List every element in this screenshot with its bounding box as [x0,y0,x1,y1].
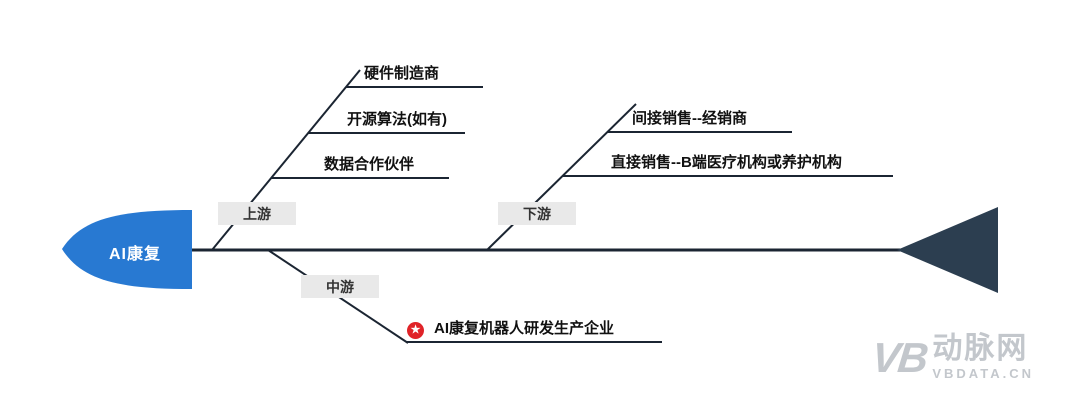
head-label: AI康复 [108,246,161,263]
upstream-item-data-partner: 数据合作伙伴 [324,156,415,173]
downstream-bone-line [486,103,637,251]
vbdata-logo-icon: VB [869,334,929,381]
watermark-site: VBDATA.CN [932,366,1034,381]
upstream-item-opensource-algorithm: 开源算法(如有) [347,111,447,128]
branch-label-midstream: 中游 [301,275,379,298]
watermark: VB 动脉网 VBDATA.CN [869,333,1034,383]
upstream-item-hardware: 硬件制造商 [364,65,440,82]
downstream-item-direct-sales: 直接销售--B端医疗机构或养护机构 [611,154,842,171]
watermark-name: 动脉网 [932,332,1029,365]
branch-label-downstream: 下游 [498,202,576,225]
watermark-text: 动脉网 VBDATA.CN [932,333,1034,383]
star-badge-icon: ★ [407,322,424,339]
downstream-item-indirect-sales: 间接销售--经销商 [632,110,747,127]
branch-label-upstream: 上游 [218,202,296,225]
tail-arrow [897,207,998,293]
head-shape [62,210,192,289]
midstream-item-manufacturer: AI康复机器人研发生产企业 [434,320,615,337]
